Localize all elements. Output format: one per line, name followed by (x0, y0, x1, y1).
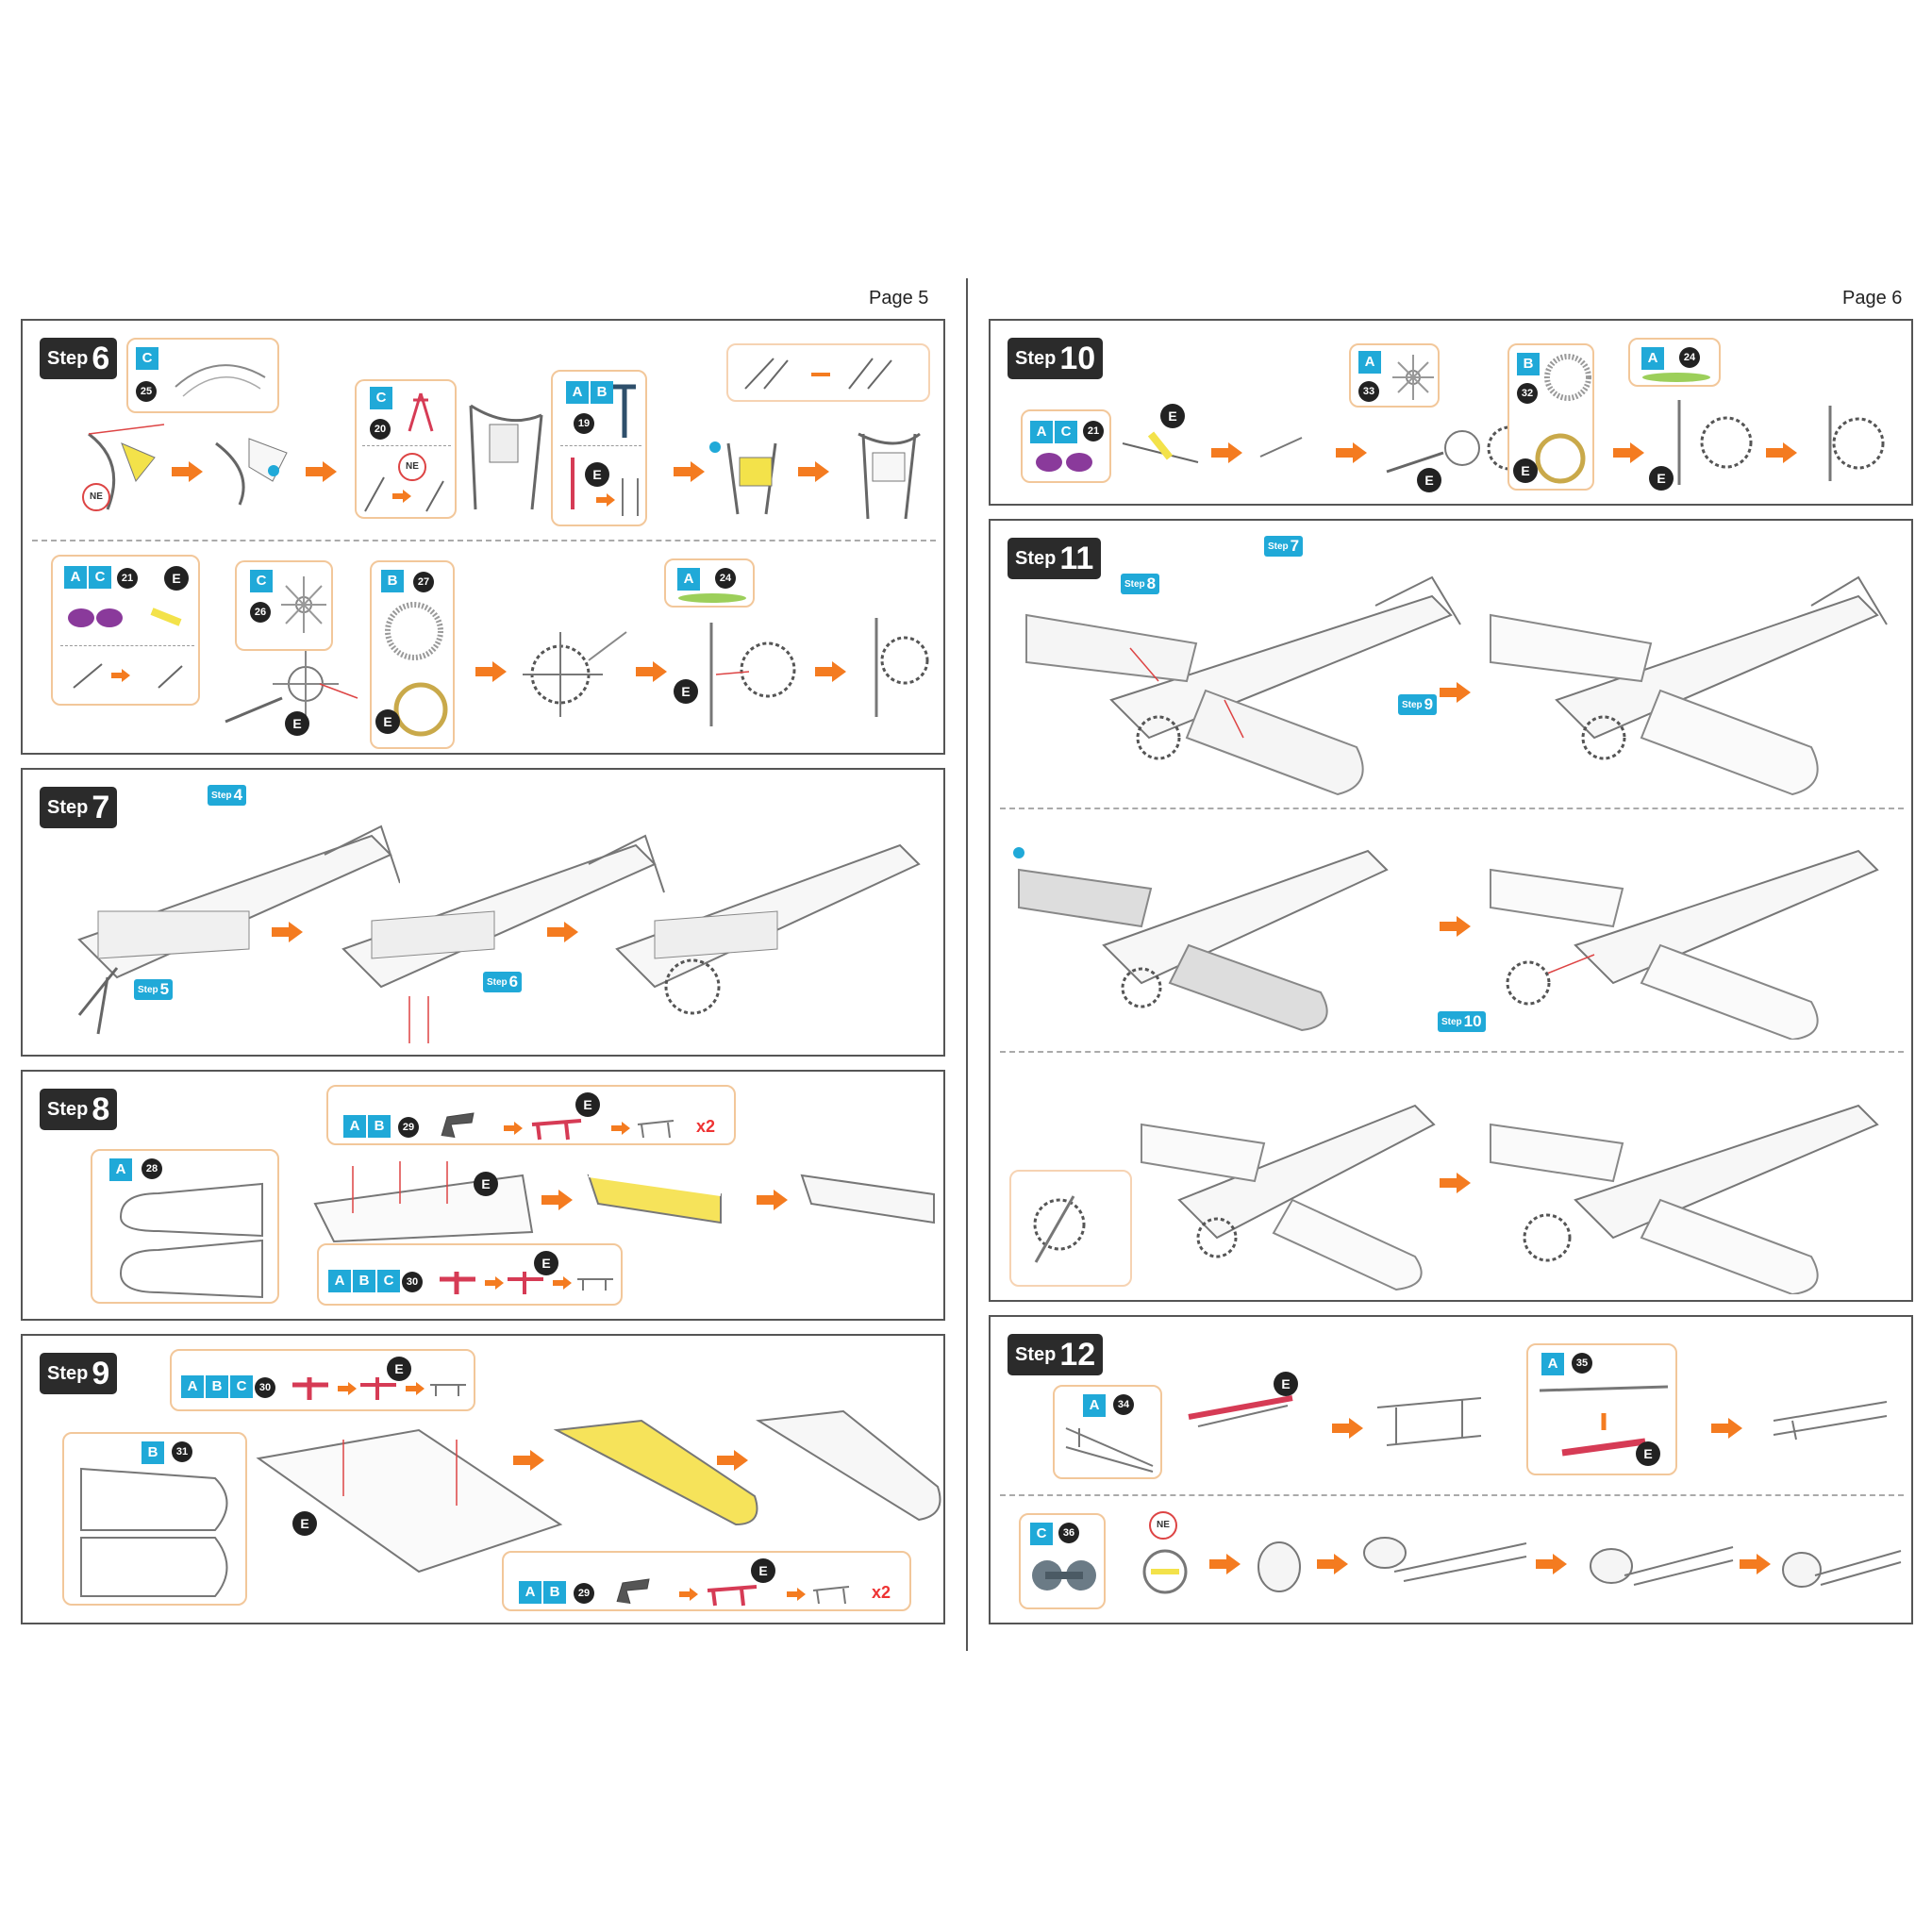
engine-with-struts-illustration (726, 442, 777, 515)
wheel-folding-illustration (1142, 1549, 1188, 1594)
part-callout-a34: A 34 (1053, 1385, 1162, 1479)
engine-complete-illustration (858, 432, 921, 520)
outer-wing-yellow-illustration (553, 1419, 758, 1526)
landing-gear-strut-illustration (1188, 1395, 1293, 1427)
step-11-divider-1 (1000, 808, 1904, 809)
spar-part-illustration (440, 1272, 475, 1294)
part-callout-a33: A 33 (1349, 343, 1440, 408)
part-callout-a35: A 35 E (1526, 1343, 1677, 1475)
outer-wing-folding-illustration (256, 1428, 563, 1574)
part-callout-a24-step10: A 24 (1628, 338, 1721, 387)
step-12-divider (1000, 1494, 1904, 1496)
wing-section-complete-illustration (800, 1174, 935, 1224)
strut-part-illustration (613, 384, 636, 438)
engine-propeller-complete-illustration (874, 618, 929, 717)
page-number-left: Page 5 (869, 288, 929, 308)
aircraft-engine-installed-illustration (1141, 1104, 1436, 1291)
outer-wing-complete-illustration (756, 1409, 941, 1522)
aircraft-wing-fold-illustration (1018, 849, 1389, 1032)
part-callout-c20: C 20 NE (355, 379, 457, 519)
propeller-part-illustration (678, 593, 746, 603)
bracket-part-illustration (408, 392, 434, 432)
propeller-mount-illustration (709, 623, 796, 726)
rocker-parts-illustration (68, 608, 182, 627)
page-divider (966, 278, 968, 1651)
aircraft-wings-attached-illustration (1490, 575, 1888, 796)
fuselage-assembly-illustration (77, 824, 400, 1035)
wing-bracket-part-illustration (441, 1112, 475, 1139)
page-number-right: Page 6 (1842, 288, 1903, 308)
radial-engine-exploded-illustration (225, 651, 358, 724)
wheel-attached-illustration (1590, 1546, 1734, 1586)
step-6-divider (32, 540, 936, 541)
engine-complete-step10-illustration (1828, 406, 1885, 481)
wheel-part-illustration (1032, 1560, 1096, 1591)
engine-cowling-illustration (215, 438, 288, 506)
part-callout-b31: B 31 (62, 1432, 247, 1606)
part-callout-c36: C 36 (1019, 1513, 1106, 1609)
ne-marker: NE (82, 483, 110, 511)
landing-gear-assembled-illustration (1376, 1397, 1482, 1446)
wheel-formed-illustration (1257, 1541, 1301, 1592)
step-11-divider-2 (1000, 1051, 1904, 1053)
aircraft-before-engine-illustration (1490, 849, 1879, 1040)
engine-detail-inset (1009, 1170, 1132, 1287)
engine-front-illustration (523, 631, 627, 717)
quantity-multiplier: x2 (696, 1117, 716, 1136)
fuselage-wing-illustration (341, 834, 665, 1043)
aircraft-wing-attach-illustration (1025, 575, 1461, 796)
outer-wing-part-illustration (80, 1467, 228, 1597)
cylinder-star-illustration (281, 576, 326, 633)
part-callout-b32: B 32 E (1507, 343, 1594, 491)
part-callout-c25: C 25 (126, 338, 279, 413)
part-callout-b27: B 27 E (370, 560, 455, 749)
aircraft-complete-illustration (1490, 1104, 1879, 1294)
wheel-to-gear-illustration (1363, 1537, 1527, 1582)
part-callout-a24: A 24 (664, 558, 755, 608)
part-callout-c26: C 26 (235, 560, 333, 651)
engine-propeller-step10-illustration (1677, 400, 1753, 485)
cowling-ring-illustration (175, 364, 266, 397)
engine-mount-illustration (469, 404, 543, 510)
crankcase-gear-illustration (385, 602, 443, 660)
rocker-assembly-illustration (1122, 431, 1199, 463)
fuselage-complete-illustration (615, 843, 921, 1015)
engine-assembly-illustration (88, 424, 165, 510)
part-callout-a28: A 28 (91, 1149, 279, 1304)
landing-gear-with-wheel-illustration (1782, 1550, 1902, 1588)
wing-folded-yellow-illustration (587, 1174, 722, 1224)
detail-inset (726, 343, 930, 402)
wing-panel-part-illustration (120, 1182, 263, 1299)
landing-gear-complete-illustration (1773, 1401, 1888, 1441)
engine-cylinders-illustration (1386, 425, 1528, 474)
